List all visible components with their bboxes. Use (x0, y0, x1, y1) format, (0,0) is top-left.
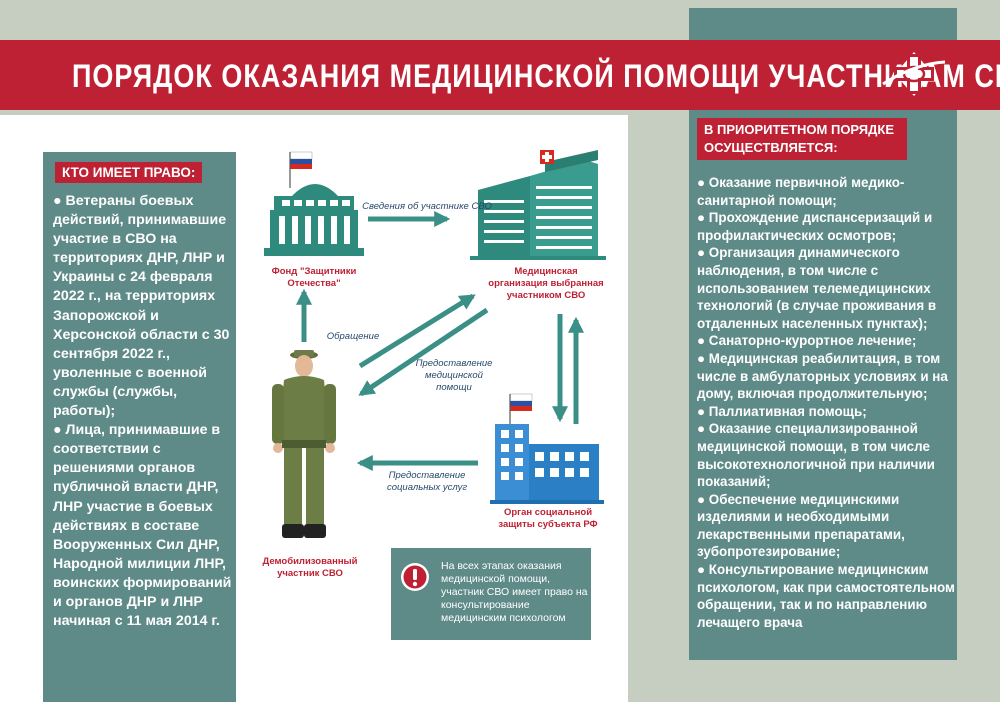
soldier-figure-icon (272, 350, 336, 538)
medical-cross-logo-icon (882, 52, 946, 96)
fund-building-icon (264, 151, 364, 256)
arrow-medical-to-soldier (358, 307, 489, 397)
priority-heading: В ПРИОРИТЕТНОМ ПОРЯДКЕ ОСУЩЕСТВЛЯЕТСЯ: (697, 118, 907, 160)
who-eligible-heading: КТО ИМЕЕТ ПРАВО: (55, 162, 203, 183)
eligible-list: ● Ветераны боевых действий, принимавшие … (53, 192, 233, 631)
warning-exclamation-icon (401, 563, 429, 591)
list-item: ● Консультирование медицинским психолого… (697, 562, 955, 630)
soldier-label: Демобилизованный участник СВО (262, 556, 358, 579)
social-building-icon (490, 393, 604, 504)
priority-list: ● Оказание первичной медико-санитарной п… (697, 174, 955, 631)
flow-medical-label: Предоставление медицинской помощи (415, 358, 493, 393)
list-item: ● Прохождение диспансеризаций и профилак… (697, 210, 933, 243)
list-item: ● Медицинская реабилитация, в том числе … (697, 350, 948, 402)
hospital-building-icon (470, 150, 606, 260)
psychologist-note (391, 548, 591, 640)
list-item: ● Ветераны боевых действий, принимавшие … (53, 193, 230, 420)
fund-label: Фонд "Защитники Отечества" (271, 266, 357, 289)
list-item: ● Обеспечение медицинскими изделиями и н… (697, 491, 905, 560)
flow-info-label: Сведения об участнике СВО (362, 201, 492, 212)
list-item: ● Паллиативная помощь; (697, 403, 867, 419)
list-item: ● Организация динамического наблюдения, … (697, 245, 937, 331)
flow-social-label: Предоставление социальных услуг (386, 470, 468, 493)
arrow-soldier-to-medical (358, 293, 476, 369)
note-text: На всех этапах оказания медицинской помо… (441, 560, 588, 624)
medical-org-label: Медицинская организация выбранная участн… (488, 266, 604, 301)
right-panel (689, 8, 957, 660)
list-item: ● Лица, принимавшие в соответствии с реш… (53, 422, 232, 630)
social-org-label: Орган социальной защиты субъекта РФ (498, 507, 598, 530)
left-panel (43, 152, 236, 702)
page-title: ПОРЯДОК ОКАЗАНИЯ МЕДИЦИНСКОЙ ПОМОЩИ УЧАС… (72, 58, 1000, 94)
title-banner (0, 40, 1000, 110)
flow-appeal-label: Обращение (326, 331, 380, 342)
list-item: ● Санаторно-курортное лечение; (697, 333, 917, 349)
list-item: ● Оказание первичной медико-санитарной п… (697, 175, 905, 208)
list-item: ● Оказание специализированной медицинско… (697, 421, 935, 490)
